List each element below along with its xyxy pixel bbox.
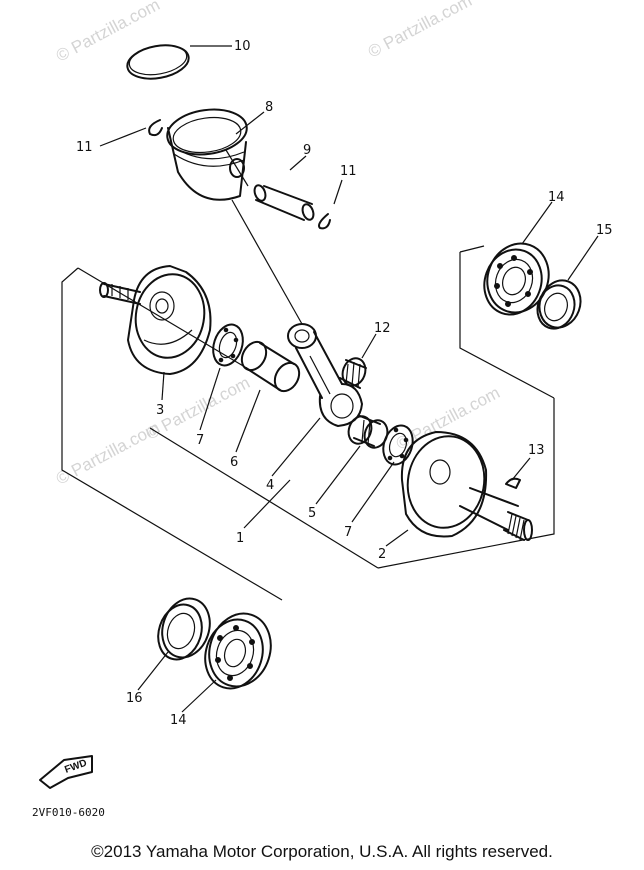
diagram-code: 2VF010-6020: [32, 806, 105, 819]
callout-piston: 8: [265, 100, 273, 115]
callout-crank-right: 2: [378, 547, 386, 562]
needle-bearing-small-end: [339, 357, 367, 389]
washer-right: [382, 424, 414, 466]
washer-left: [212, 323, 244, 367]
circlip-right: [318, 213, 331, 230]
callout-oil-seal-lower: 16: [126, 691, 143, 706]
woodruff-key: [505, 477, 521, 489]
callout-piston-pin: 9: [303, 143, 311, 158]
callout-crank-left: 3: [156, 403, 164, 418]
oil-seal-upper: [536, 279, 582, 330]
callout-piston-ring: 10: [234, 39, 251, 54]
callout-connecting-rod: 4: [266, 478, 274, 493]
callout-bearing-lower: 14: [170, 713, 187, 728]
callout-woodruff-key: 13: [528, 443, 545, 458]
copyright-notice: ©2013 Yamaha Motor Corporation, U.S.A. A…: [91, 842, 553, 861]
callout-washer-left: 7: [196, 433, 204, 448]
assembly-bracket: [61, 245, 555, 601]
callout-circlip-left: 11: [76, 140, 93, 155]
crank-left: [99, 265, 212, 375]
piston-pin: [253, 184, 315, 221]
watermark: © Partzilla.com: [393, 383, 503, 454]
piston-ring: [126, 44, 190, 80]
callout-washer-right: 7: [344, 525, 352, 540]
callout-crank-assembly: 1: [236, 531, 244, 546]
piston: [166, 108, 249, 201]
bearing-lower: [204, 612, 272, 690]
callout-oil-seal-upper: 15: [596, 223, 613, 238]
callout-crank-pin: 6: [230, 455, 238, 470]
oil-seal-lower: [157, 597, 211, 661]
fwd-arrow-icon: FWD: [39, 755, 93, 789]
watermark: © Partzilla.com: [53, 0, 163, 66]
circlip-left: [148, 119, 163, 137]
leader-lines: [99, 45, 599, 713]
callout-needle-bearing-big-end: 5: [308, 506, 316, 521]
bearing-upper: [483, 242, 550, 316]
crank-right: [400, 431, 533, 541]
callout-circlip-right: 11: [340, 164, 357, 179]
watermark: © Partzilla.com: [365, 0, 475, 62]
callout-bearing-upper: 14: [548, 190, 565, 205]
crank-pin: [240, 340, 301, 393]
callout-needle-bearing-small-end: 12: [374, 321, 391, 336]
